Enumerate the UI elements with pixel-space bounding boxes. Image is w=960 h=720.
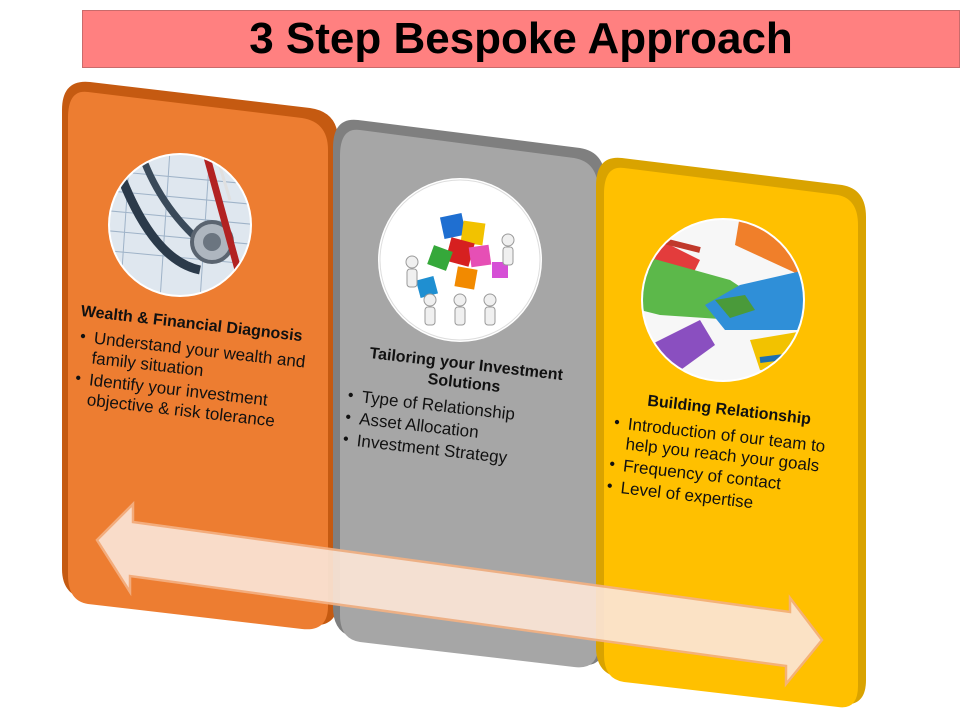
stethoscope-image — [108, 153, 252, 297]
timeline-double-arrow — [95, 500, 824, 688]
title-banner: 3 Step Bespoke Approach — [82, 10, 960, 68]
handshake-image — [641, 218, 805, 382]
puzzle-team-image — [378, 178, 542, 342]
page-title: 3 Step Bespoke Approach — [249, 14, 793, 63]
